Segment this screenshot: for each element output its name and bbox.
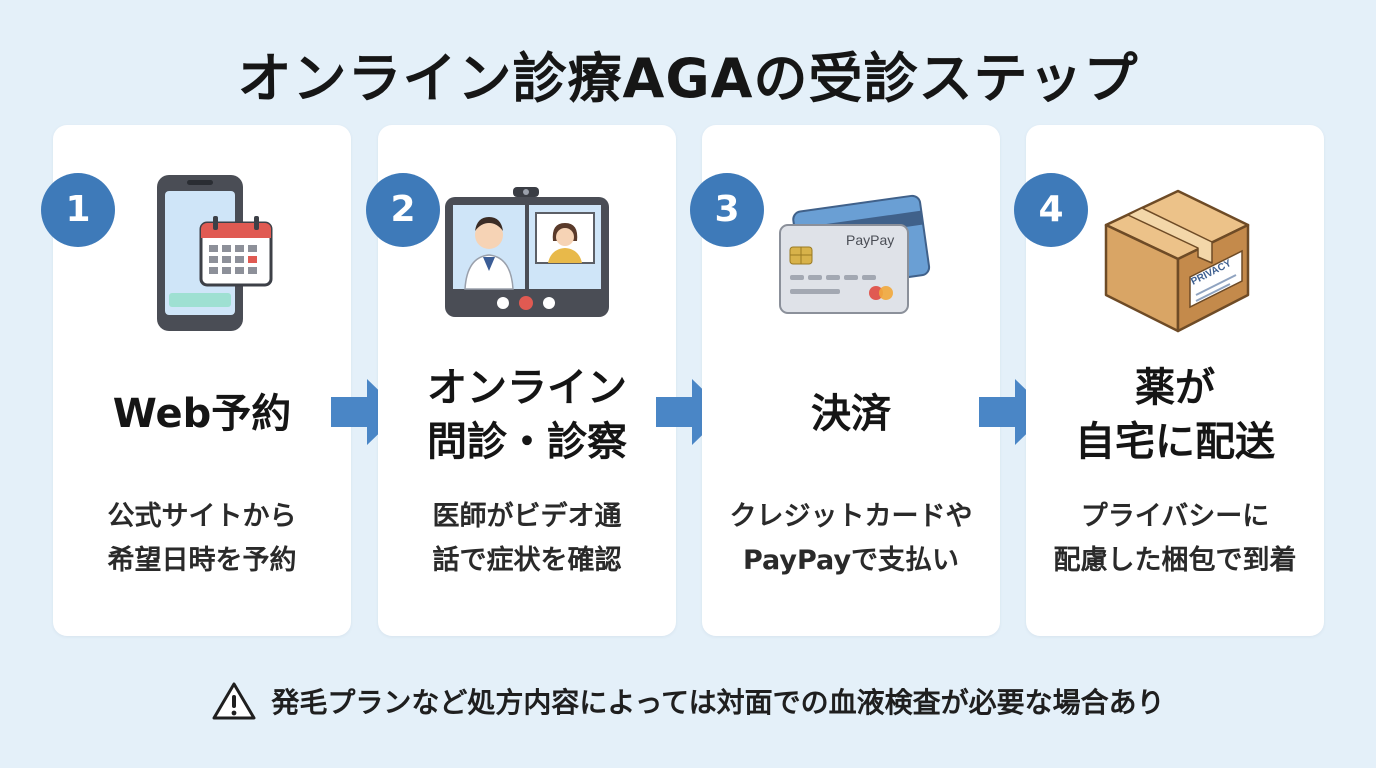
credit-card-icon: PayPay [779, 194, 931, 314]
step-card-2: 2 オンライン 問診・診察 医師がビデオ通 話で症状を確認 [366, 125, 676, 636]
step-number-badge: 4 [1014, 173, 1088, 247]
notice-text: 発毛プランなど処方内容によっては対面での血液検査が必要な場合あり [271, 686, 1165, 719]
step-number-badge: 3 [690, 173, 764, 247]
step-card-1: 1 Web予約 公式サイトから 希望日時を予約 [41, 125, 351, 636]
warning-icon [212, 682, 256, 720]
step-card-4: 4 PRIVACY 薬が 自宅に配送 プライバシーに 配慮した梱包で到着 [1014, 125, 1324, 636]
smartphone-calendar-icon [157, 175, 273, 331]
package-box-icon: PRIVACY [1104, 189, 1250, 333]
notice-bar: 発毛プランなど処方内容によっては対面での血液検査が必要な場合あり [0, 680, 1376, 722]
step-description: プライバシーに 配慮した梱包で到着 [1053, 501, 1297, 576]
step-number-badge: 2 [366, 173, 440, 247]
step-title: オンライン 問診・診察 [427, 365, 627, 465]
step-number-badge: 1 [41, 173, 115, 247]
page-title: オンライン診療AGAの受診ステップ [237, 47, 1139, 110]
card-brand-text: PayPay [846, 232, 894, 248]
step-description: 公式サイトから 希望日時を予約 [107, 501, 297, 576]
step-title: 決済 [811, 391, 891, 437]
video-call-icon [445, 187, 609, 317]
step-title: 薬が 自宅に配送 [1075, 365, 1275, 465]
step-description: クレジットカードや PayPayで支払い [729, 501, 973, 576]
step-title: Web予約 [112, 391, 292, 437]
step-card-3: 3 PayPay 決済 クレジットカードや PayPayで支払い [690, 125, 1000, 636]
step-description: 医師がビデオ通 話で症状を確認 [432, 501, 622, 576]
